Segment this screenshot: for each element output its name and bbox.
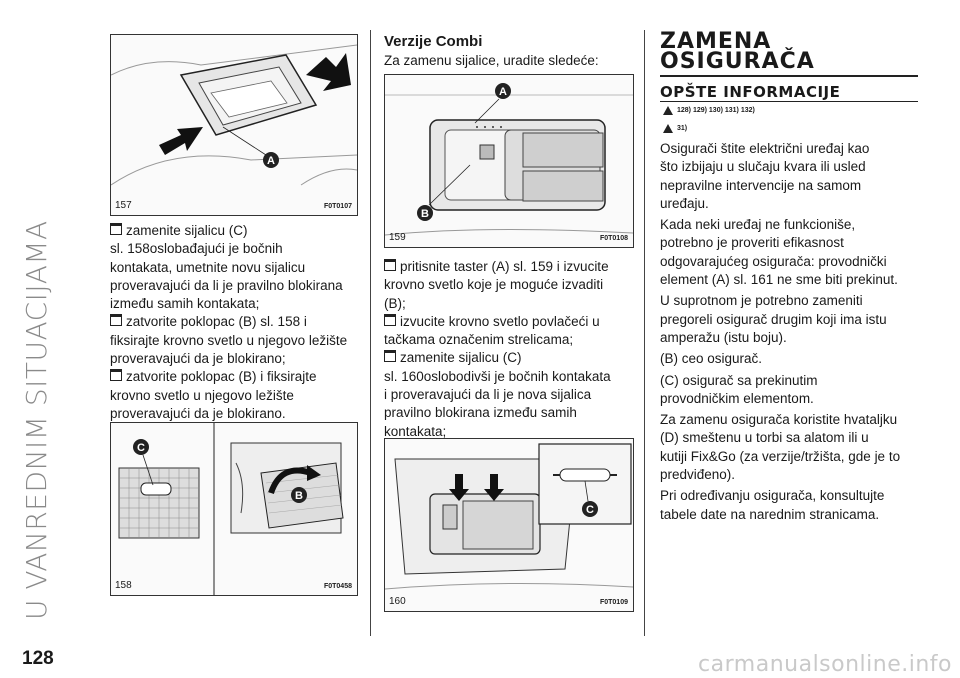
figure-code: F0T0108 — [599, 235, 628, 242]
middle-column-text: pritisnite taster (A) sl. 159 i izvucite… — [384, 259, 611, 439]
side-section-title: U VANREDNIM SITUACIJAMA — [20, 220, 53, 620]
warning-refs: 128) 129) 130) 131) 132) — [663, 106, 755, 115]
section-title: Verzije Combi — [384, 33, 483, 50]
arrow-icon — [159, 127, 203, 155]
callout-b-badge — [291, 487, 307, 503]
callout-b-badge — [417, 205, 433, 221]
bullet-icon — [384, 350, 400, 365]
figure-code: F0T0109 — [599, 599, 628, 606]
down-arrow-icon — [484, 474, 504, 501]
bullet-icon — [110, 314, 126, 329]
chapter-heading: ZAMENA OSIGURAČA — [660, 29, 815, 74]
figure-number: 158 — [115, 580, 132, 591]
callout-c-badge — [133, 439, 149, 455]
callout-c-badge — [582, 501, 598, 517]
figure-number: 157 — [115, 200, 132, 211]
combi-light-illustration: A B — [385, 83, 633, 236]
callout-a-badge — [263, 152, 279, 168]
arrow-icon — [306, 53, 351, 91]
heading-rule — [660, 75, 918, 77]
bullet-icon — [110, 369, 126, 384]
figure-number: 160 — [389, 596, 406, 607]
bullet-icon — [384, 314, 400, 329]
figure-number: 159 — [389, 232, 406, 243]
figure-158: C B 158 F0T0458 — [110, 422, 358, 596]
column-divider — [644, 30, 645, 636]
column-divider — [370, 30, 371, 636]
figure-160: C 160 F0T0109 — [384, 438, 634, 612]
figure-157: A 157 F0T0107 — [110, 34, 358, 216]
svg-text:A: A — [499, 86, 507, 98]
ceiling-light-illustration: A — [111, 44, 357, 186]
bullet-icon — [110, 223, 126, 238]
bulb-cover-illustration: C B — [118, 423, 344, 595]
watermark: carmanualsonline.info — [698, 652, 952, 677]
curved-arrow-icon — [268, 467, 312, 495]
svg-text:C: C — [586, 504, 594, 516]
figure-code: F0T0458 — [323, 583, 352, 590]
svg-text:A: A — [267, 155, 275, 167]
caution-refs: 31) — [663, 124, 687, 133]
subheading: OPŠTE INFORMACIJE — [660, 83, 841, 101]
page-number: 128 — [22, 648, 54, 669]
svg-text:C: C — [137, 442, 145, 454]
svg-text:B: B — [295, 490, 303, 502]
bulb-removal-illustration: C — [385, 443, 633, 590]
warning-triangle-icon — [663, 106, 673, 115]
caution-triangle-icon — [663, 124, 673, 133]
middle-intro: Za zamenu sijalice, uradite sledeće: — [384, 53, 599, 68]
bullet-icon — [384, 259, 400, 274]
subheading-rule — [660, 101, 918, 102]
down-arrow-icon — [449, 474, 469, 501]
figure-code: F0T0107 — [323, 203, 352, 210]
left-column-text: zamenite sijalicu (C) sl. 158oslobađajuć… — [110, 223, 348, 421]
callout-a-badge — [495, 83, 511, 99]
figure-159: A B 159 F0T0108 — [384, 74, 634, 248]
svg-text:B: B — [421, 208, 429, 220]
